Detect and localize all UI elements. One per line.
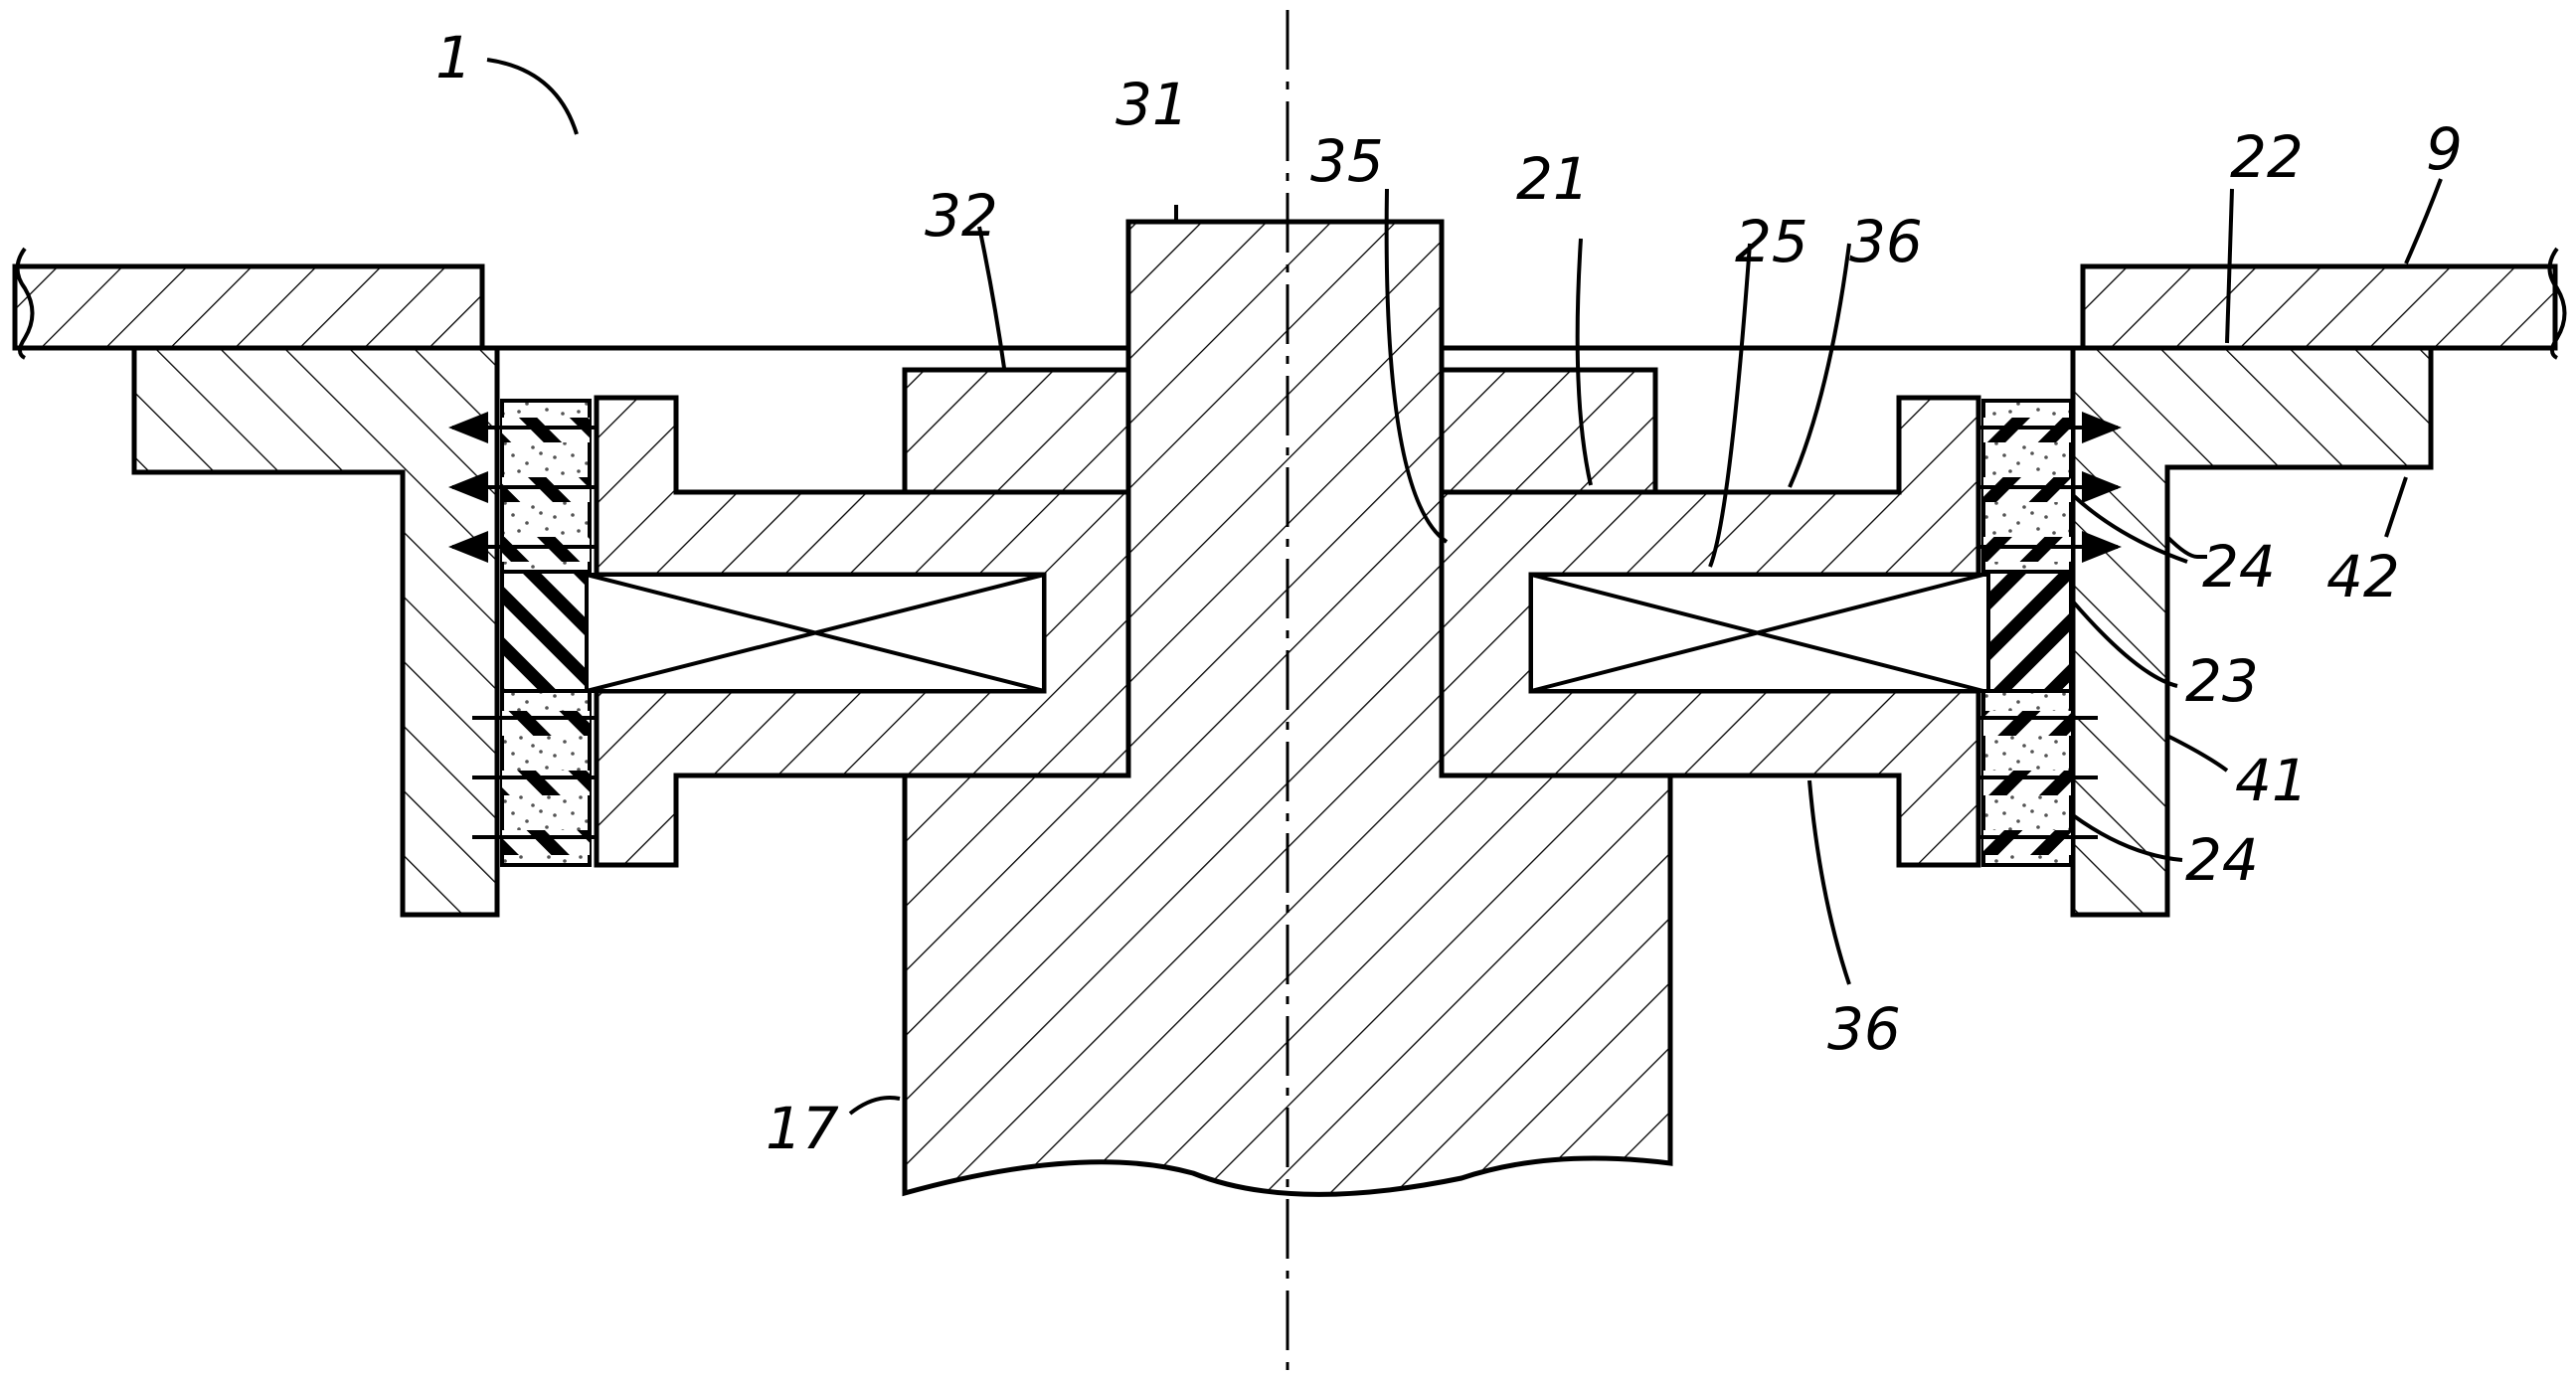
label-21: 21 <box>1516 145 1590 213</box>
label-23: 23 <box>2185 647 2259 715</box>
core-21 <box>594 395 1981 868</box>
label-25: 25 <box>1735 208 1808 275</box>
label-17: 17 <box>766 1095 839 1162</box>
nut-32 <box>902 367 1658 495</box>
leader-lines <box>486 58 2443 1116</box>
label-24-upper: 24 <box>2202 533 2276 601</box>
label-36-upper: 36 <box>1849 208 1923 275</box>
label-31: 31 <box>1116 71 1189 138</box>
label-1: 1 <box>435 24 472 91</box>
label-36-lower: 36 <box>1827 995 1901 1063</box>
label-41: 41 <box>2235 747 2309 814</box>
label-24-lower: 24 <box>2185 826 2259 894</box>
magnet-stack-right <box>1981 399 2073 867</box>
label-42: 42 <box>2326 543 2400 610</box>
label-32: 32 <box>925 182 998 250</box>
label-35: 35 <box>1310 127 1384 195</box>
label-22: 22 <box>2230 123 2304 191</box>
plate-9 <box>12 247 2567 360</box>
coil-25 <box>585 573 1990 693</box>
magnet-stack-left <box>500 399 592 867</box>
label-9: 9 <box>2426 115 2463 183</box>
